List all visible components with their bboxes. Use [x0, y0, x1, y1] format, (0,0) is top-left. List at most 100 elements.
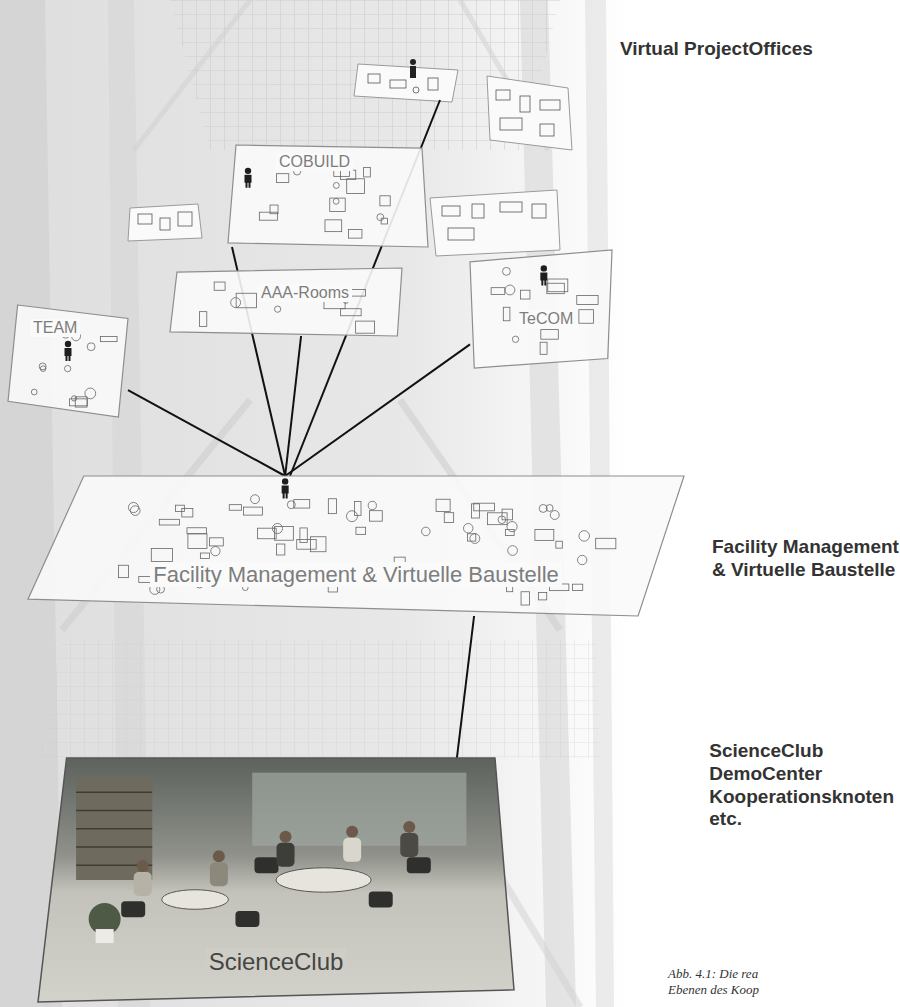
plan-furniture — [251, 495, 260, 504]
plane-label: AAA-Rooms — [258, 284, 352, 302]
plan-furniture — [540, 342, 547, 354]
plan-furniture — [188, 534, 207, 549]
plan-furniture — [199, 312, 206, 327]
plan-furniture — [128, 502, 138, 512]
plan-plane — [430, 190, 560, 256]
plan-furniture — [300, 528, 307, 542]
plan-furniture — [474, 503, 495, 511]
plan-furniture — [243, 507, 262, 515]
shelf — [76, 828, 152, 830]
person — [403, 821, 415, 833]
person-figure — [410, 59, 416, 65]
plan-furniture — [277, 544, 285, 555]
plane-label: TEAM — [30, 319, 80, 337]
floor-plan: COBUILD — [228, 145, 428, 247]
plan-furniture — [356, 527, 366, 534]
plan-furniture — [470, 534, 480, 544]
plan-furniture — [500, 118, 522, 130]
plan-furniture — [39, 363, 46, 370]
chair — [254, 857, 278, 873]
plan-furniture — [64, 365, 70, 371]
plan-furniture — [500, 202, 522, 212]
plan-furniture — [541, 330, 558, 340]
shelf — [76, 810, 152, 812]
steel-pillar — [0, 0, 62, 1007]
floor-plan: TeCOM — [470, 250, 612, 368]
plan-furniture — [71, 396, 76, 401]
bookshelf — [76, 778, 152, 880]
plan-outline — [470, 250, 612, 368]
person-figure — [65, 348, 72, 361]
plan-furniture — [413, 87, 419, 93]
person-figure — [541, 265, 547, 271]
plan-furniture — [368, 501, 376, 509]
plan-furniture — [491, 288, 505, 295]
plan-furniture — [328, 499, 336, 514]
plan-furniture — [119, 495, 616, 605]
plan-furniture — [532, 204, 546, 218]
plan-furniture — [325, 220, 342, 232]
plan-furniture — [428, 78, 438, 90]
plan-furniture — [333, 198, 339, 204]
plan-plane — [28, 476, 684, 616]
plan-furniture — [270, 205, 278, 214]
plan-furniture — [276, 174, 288, 183]
plan-outline — [228, 145, 428, 247]
plan-furniture — [572, 584, 582, 590]
person — [134, 872, 152, 896]
plan-furniture — [377, 214, 384, 221]
plan-furniture — [507, 522, 517, 532]
person — [400, 833, 418, 857]
plan-furniture — [159, 519, 179, 525]
plan-furniture — [422, 527, 431, 536]
floor-plan — [128, 204, 202, 241]
floor-plan — [487, 76, 572, 150]
plane-label: COBUILD — [276, 153, 353, 171]
plan-furniture — [341, 170, 356, 179]
plan-plane — [487, 76, 572, 150]
plan-furniture — [496, 90, 510, 100]
floor-plan: Facility Management & Virtuelle Baustell… — [28, 476, 684, 616]
plan-furniture — [444, 513, 453, 523]
plan-outline — [8, 305, 128, 417]
table — [276, 868, 371, 892]
plan-furniture — [31, 389, 37, 395]
plan-furniture — [294, 500, 310, 508]
plan-furniture — [502, 267, 510, 275]
plan-plane — [470, 250, 612, 368]
plan-furniture — [138, 214, 152, 224]
plan-plane — [128, 204, 202, 241]
plan-furniture — [579, 310, 594, 324]
plan-furniture — [556, 541, 562, 548]
plan-furniture — [178, 212, 192, 226]
plan-furniture — [31, 331, 117, 407]
plan-furniture — [231, 298, 241, 308]
person — [346, 826, 358, 838]
plan-furniture — [274, 306, 280, 312]
person — [213, 850, 225, 862]
person-figure — [282, 485, 289, 498]
plan-furniture — [520, 290, 529, 299]
plan-furniture — [368, 74, 380, 83]
figure-caption: Abb. 4.1: Die rea Ebenen des Koop — [668, 966, 780, 999]
plan-furniture — [550, 511, 559, 520]
photo-frame — [38, 758, 514, 1002]
plan-furniture — [355, 501, 361, 515]
plan-furniture — [151, 548, 172, 561]
plan-furniture — [448, 228, 474, 240]
plane-label: TeCOM — [516, 310, 576, 328]
plan-furniture — [370, 511, 383, 521]
link-line — [457, 616, 474, 758]
chair — [235, 911, 259, 927]
plan-furniture — [209, 538, 223, 546]
link-line — [285, 344, 470, 476]
person — [137, 860, 149, 872]
plan-furniture — [87, 343, 95, 351]
plan-furniture — [182, 509, 193, 517]
grating — [40, 640, 600, 758]
plan-furniture — [381, 218, 387, 224]
plan-plane — [354, 64, 458, 102]
floor-plan: TEAM — [8, 305, 128, 417]
level-label: ScienceClub DemoCenter Kooperationsknote… — [709, 740, 900, 831]
person-figure — [410, 66, 416, 78]
